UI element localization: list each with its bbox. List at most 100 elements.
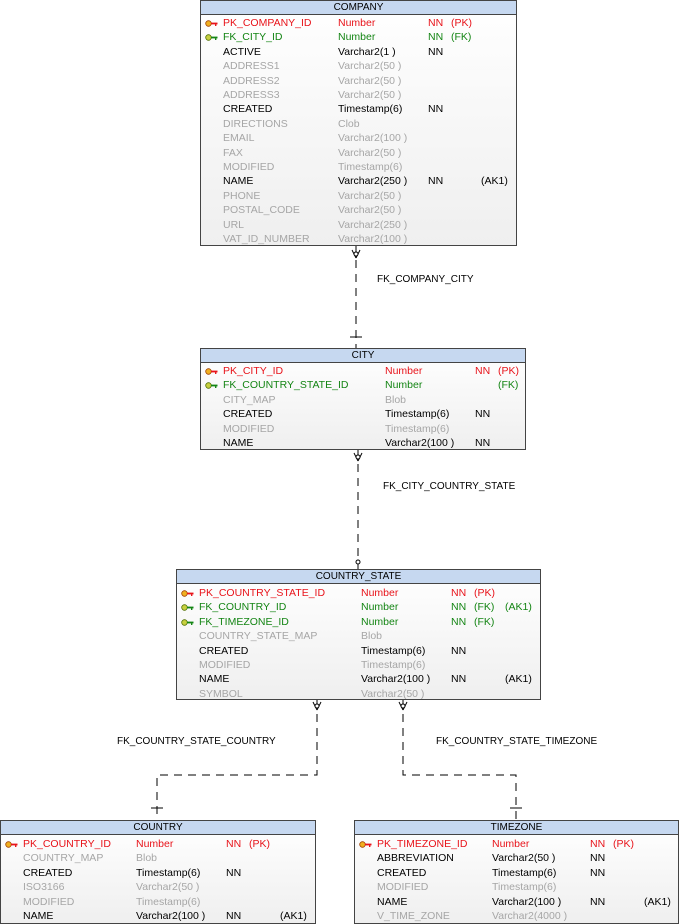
not-null-flag: NN [428, 45, 444, 58]
rel-line-city-country-state[interactable] [353, 450, 363, 569]
column-type: Timestamp(6) [338, 161, 403, 173]
foreign-key-icon [205, 382, 218, 390]
alternate-key-flag: (AK1) [505, 601, 532, 614]
not-null-flag: NN [226, 910, 242, 922]
not-null-flag: NN [451, 587, 467, 599]
primary-key-icon [359, 841, 372, 848]
column-name: CREATED [223, 103, 273, 116]
column-name: CREATED [23, 866, 73, 879]
column-type: Blob [385, 393, 407, 406]
column-type: Varchar2(100 ) [361, 673, 431, 686]
entity-title: COMPANY [201, 1, 516, 15]
column-type: Clob [338, 117, 360, 130]
column-type: Varchar2(50 ) [338, 146, 402, 159]
column-name: MODIFIED [223, 161, 275, 173]
column-name: ACTIVE [223, 45, 261, 58]
key-flag: (FK) [474, 601, 495, 614]
column-name: CREATED [377, 866, 427, 879]
column-name: NAME [223, 437, 254, 449]
rel-line-country-state-timezone[interactable] [398, 700, 522, 820]
rel-line-company-city[interactable] [350, 246, 362, 348]
column-type: Blob [136, 852, 158, 865]
column-name: V_TIME_ZONE [377, 910, 450, 922]
column-name: PHONE [223, 189, 261, 202]
column-type: Varchar2(50 ) [338, 60, 402, 73]
column-row[interactable]: MODIFIED Timestamp(6) [201, 160, 516, 174]
column-type: Number [136, 838, 174, 850]
column-type: Timestamp(6) [361, 659, 426, 671]
alternate-key-flag: (AK1) [481, 175, 508, 188]
rel-label-city-country-state: FK_CITY_COUNTRY_STATE [383, 481, 516, 492]
rel-line-country-state-country[interactable] [151, 700, 322, 820]
column-name: PK_CITY_ID [223, 365, 284, 377]
column-name: CREATED [223, 408, 273, 421]
key-flag: (PK) [451, 17, 472, 29]
not-null-flag: NN [428, 175, 444, 188]
column-type: Number [361, 601, 399, 614]
column-type: Varchar2(50 ) [492, 852, 556, 865]
column-name: MODIFIED [377, 881, 429, 894]
column-name: MODIFIED [223, 422, 275, 435]
column-type: Number [338, 17, 376, 29]
column-name: FK_CITY_ID [223, 31, 283, 44]
column-type: Varchar2(50 ) [338, 74, 402, 87]
column-type: Number [361, 587, 399, 599]
not-null-flag: NN [428, 31, 444, 44]
column-name: PK_TIMEZONE_ID [377, 838, 468, 850]
column-name: ADDRESS3 [223, 89, 280, 101]
not-null-flag: NN [451, 673, 467, 686]
key-flag: (FK) [498, 379, 519, 392]
column-type: Number [492, 838, 530, 850]
column-type: Number [385, 365, 423, 377]
entity-title: COUNTRY_STATE [177, 570, 540, 584]
column-type: Varchar2(100 ) [385, 437, 455, 449]
primary-key-icon [181, 590, 194, 597]
